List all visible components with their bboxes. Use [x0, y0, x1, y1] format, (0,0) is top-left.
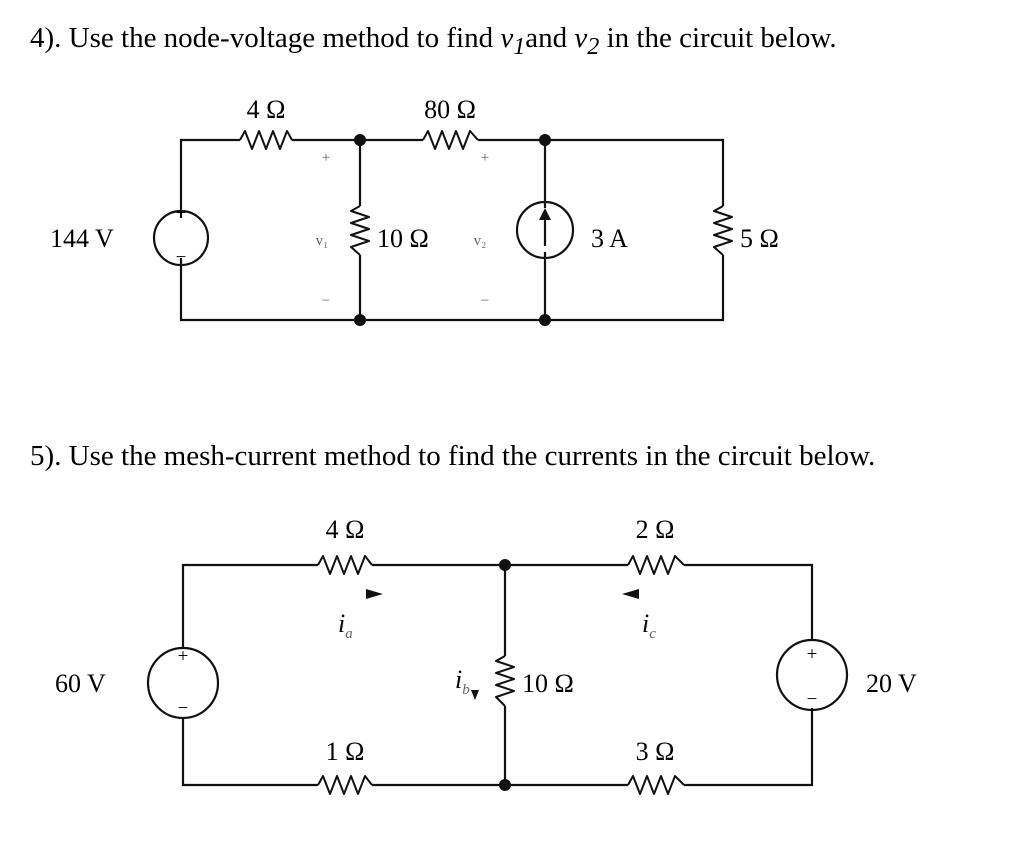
v1-symbol: v1	[500, 22, 526, 60]
c2-label-r10: 10 Ω	[522, 669, 574, 698]
c2-resistor-4	[317, 555, 373, 575]
problem-5-text: 5). Use the mesh-current method to find …	[30, 440, 876, 472]
c2-label-60v: 60 V	[55, 669, 106, 698]
problem-4-suffix: in the circuit below.	[599, 22, 837, 54]
c2-label-ia: ia	[338, 609, 353, 642]
problem-4-prefix: 4). Use the node-voltage method to find	[30, 22, 501, 54]
c2-vsr-minus: −	[807, 689, 818, 710]
c1-node-bottom-left	[354, 314, 366, 326]
c2-vsl-minus: −	[178, 698, 189, 719]
c1-label-r4: 4 Ω	[247, 95, 286, 124]
c1-wire-top-right	[478, 138, 725, 206]
problem-4-mid: and	[525, 22, 575, 54]
c1-v2-plus: +	[481, 150, 489, 166]
c2-resistor-2	[627, 555, 685, 575]
c1-label-3a: 3 A	[591, 224, 628, 253]
c2-vsr-plus: +	[807, 644, 818, 665]
c1-wire-top-left	[179, 138, 240, 218]
c2-resistor-3	[627, 775, 685, 795]
c1-label-144v: 144 V	[50, 224, 114, 253]
circuit-node-voltage: + − 4 Ω 80 Ω 144 V 10 Ω 3 A 5 Ω + v₁ − +…	[50, 95, 779, 326]
c2-label-r3: 3 Ω	[636, 737, 675, 766]
c2-wire-bottom-left	[181, 718, 318, 787]
c1-resistor-10	[350, 205, 370, 256]
c1-v2-label: v₂	[474, 233, 487, 249]
c1-resistor-80	[422, 130, 479, 150]
c1-label-r10: 10 Ω	[377, 224, 429, 253]
c1-v2-minus: −	[481, 293, 489, 309]
c1-label-r80: 80 Ω	[424, 95, 476, 124]
c2-wire-top-right	[684, 563, 814, 640]
c2-label-20v: 20 V	[866, 669, 917, 698]
c2-wire-top-left	[181, 563, 318, 648]
c2-vsl-plus: +	[178, 646, 189, 667]
c1-v1-minus: −	[322, 293, 330, 309]
c2-ia-arrow-icon	[366, 589, 383, 599]
c2-wire-bottom-right	[684, 708, 814, 787]
c2-ib-arrow-icon	[471, 690, 479, 700]
c2-label-r4: 4 Ω	[326, 515, 365, 544]
circuit-mesh-current: + − + − 4 Ω 2 Ω 1 Ω 3 Ω 10 Ω 60 V 20 V i…	[55, 515, 917, 795]
c1-v1-label: v₁	[316, 233, 329, 249]
c1-node-bottom-right	[539, 314, 551, 326]
c1-wire-bottom	[179, 255, 725, 322]
c1-cs-arrowhead-icon	[539, 208, 551, 220]
c2-label-ic: ic	[642, 609, 656, 642]
c2-label-ib: ib	[455, 665, 470, 698]
c1-node-v1-top	[354, 134, 366, 146]
c1-resistor-5	[713, 205, 733, 256]
c1-vs-minus: −	[176, 247, 187, 268]
c2-node-top	[499, 559, 511, 571]
c2-voltage-source-right	[775, 638, 849, 712]
c1-node-v2-top	[539, 134, 551, 146]
c2-node-bottom	[499, 779, 511, 791]
c1-current-source	[515, 200, 575, 260]
c2-label-r2: 2 Ω	[636, 515, 675, 544]
c1-resistor-4	[239, 130, 293, 150]
problem-4-text: 4). Use the node-voltage method to find …	[30, 22, 837, 61]
c2-label-r1: 1 Ω	[326, 737, 365, 766]
c1-v1-plus: +	[322, 150, 330, 166]
c1-label-r5: 5 Ω	[740, 224, 779, 253]
c1-voltage-source	[152, 209, 210, 267]
c1-vs-plus: +	[176, 203, 187, 224]
c2-voltage-source-left	[146, 646, 220, 720]
c2-ic-arrow-icon	[622, 589, 639, 599]
v2-symbol: v2	[574, 22, 600, 60]
c2-resistor-1	[317, 775, 373, 795]
c2-resistor-10	[495, 655, 515, 707]
